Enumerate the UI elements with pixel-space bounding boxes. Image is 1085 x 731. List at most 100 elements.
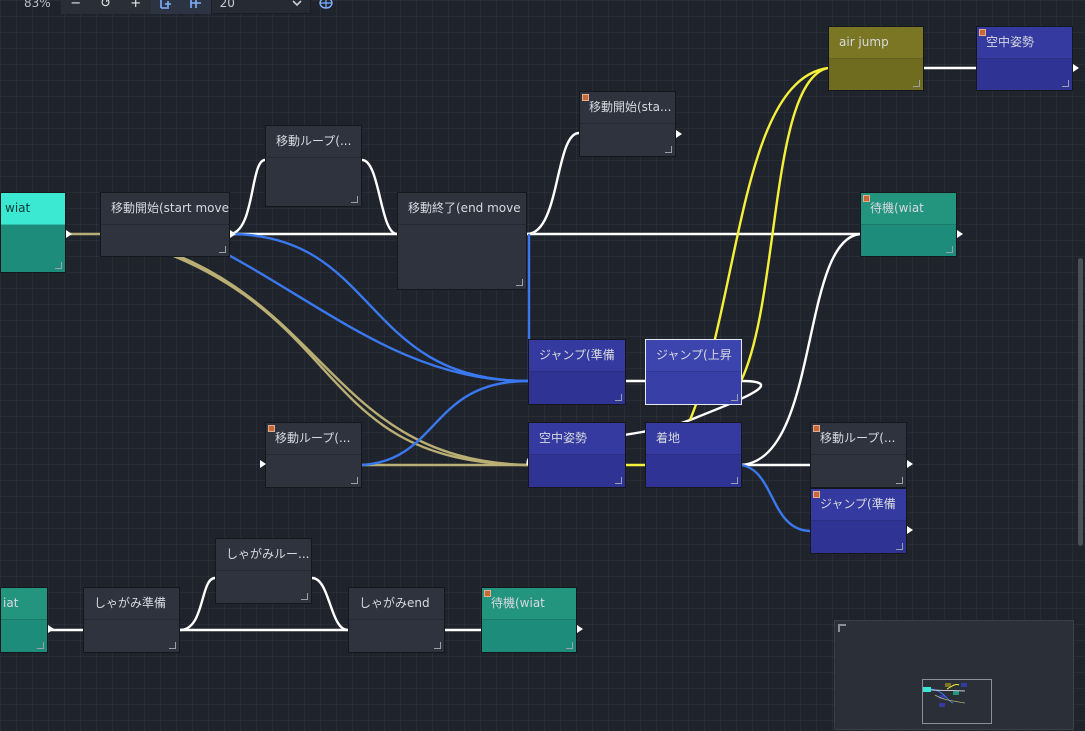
wire-blue-3 [361,379,529,467]
zoom-level[interactable]: 83% [24,0,51,10]
minimap-toggle-button[interactable] [311,0,341,14]
node-jump-prep-2[interactable]: ジャンプ(準備 [810,488,913,554]
node-title: 待機(wiat [482,588,576,620]
resize-handle[interactable] [219,246,226,253]
node-wait-left[interactable]: wiat [0,192,72,273]
graph-minimap[interactable] [834,620,1074,730]
output-pin[interactable] [676,130,682,138]
wire-yellow-2 [739,66,829,382]
resize-handle[interactable] [566,642,573,649]
output-pin[interactable] [48,625,54,633]
resize-handle[interactable] [896,543,903,550]
output-pin[interactable] [907,526,913,534]
node-air-pose-1[interactable]: 空中姿勢 [976,26,1079,91]
node-title: ジャンプ(準備 [811,489,906,521]
graph-toolbar: 83% − ↺ + 20 [0,0,341,14]
output-pin[interactable] [577,625,583,633]
node-move-loop-3[interactable]: 移動ループ(... [810,422,913,488]
node-title: しゃがみルー... [216,539,311,571]
node-title: 移動ループ(... [811,423,906,455]
wire-white-4 [526,131,580,236]
node-crouch-loop[interactable]: しゃがみルー... [215,538,312,604]
node-title: 着地 [646,423,741,455]
zoom-in-button[interactable]: + [120,0,151,14]
resize-handle[interactable] [37,642,44,649]
node-move-loop-1[interactable]: 移動ループ(... [265,125,362,207]
grid-toggle-button[interactable] [180,0,211,14]
node-jump-prep-1[interactable]: ジャンプ(準備 [528,339,626,405]
node-wait-right[interactable]: 待機(wiat [860,192,963,257]
node-move-end[interactable]: 移動終了(end move [397,192,527,290]
snap-toggle-icon [159,0,171,9]
node-wait-bottom[interactable]: 待機(wiat [481,587,583,653]
wire-blue-1 [228,232,529,383]
wire-white-13 [311,576,349,632]
resize-handle[interactable] [731,477,738,484]
vertical-scrollbar[interactable] [1078,258,1083,546]
wire-white-9 [740,232,861,467]
resize-handle[interactable] [351,196,358,203]
minimap-preview [923,683,967,707]
node-move-start-1[interactable]: 移動開始(start move [100,192,236,257]
resize-handle[interactable] [55,262,62,269]
node-title: しゃがみend [349,588,444,620]
node-title: air jump [829,27,923,59]
grid-pattern-icon [189,0,201,8]
node-title: ジャンプ(上昇 [646,340,741,372]
chevron-down-icon [292,0,302,7]
node-title: ジャンプ(準備 [529,340,625,372]
output-pin[interactable] [66,230,72,238]
zoom-reset-icon: ↺ [100,0,112,11]
node-title: 移動開始(sta... [580,92,675,124]
resize-handle[interactable] [169,642,176,649]
minimap-resize-handle[interactable] [838,624,846,632]
snap-toggle-button[interactable] [150,0,181,14]
node-landing[interactable]: 着地 [645,422,742,488]
wire-white-1 [228,158,266,236]
wire-tan-2 [107,232,529,467]
zoom-reset-button[interactable]: ↺ [90,0,121,14]
subgraph-icon [813,491,820,498]
resize-handle[interactable] [1062,80,1069,87]
resize-handle[interactable] [946,246,953,253]
resize-handle[interactable] [615,477,622,484]
node-title: 移動開始(start move [101,193,229,225]
resize-handle[interactable] [301,593,308,600]
wire-blue-5 [740,463,811,533]
subgraph-icon [813,425,820,432]
output-pin[interactable] [230,230,236,238]
minimap-viewport[interactable] [922,679,992,724]
zoom-out-icon: − [70,0,82,11]
node-air-pose-2[interactable]: 空中姿勢 [528,422,626,488]
subgraph-icon [979,29,986,36]
node-title: 空中姿勢 [529,423,625,455]
input-pin[interactable] [260,460,266,468]
wire-white-2 [361,158,398,236]
output-pin[interactable] [907,460,913,468]
resize-handle[interactable] [896,477,903,484]
resize-handle[interactable] [913,80,920,87]
node-move-loop-2[interactable]: 移動ループ(... [260,422,362,488]
node-wait-left-2[interactable]: iat [0,587,54,653]
node-crouch-end[interactable]: しゃがみend [348,587,445,653]
resize-handle[interactable] [615,394,622,401]
output-pin[interactable] [1073,64,1079,72]
node-move-start-2[interactable]: 移動開始(sta... [579,91,682,157]
output-pin[interactable] [957,230,963,238]
resize-handle[interactable] [731,394,738,401]
node-crouch-prep[interactable]: しゃがみ準備 [83,587,180,653]
minimap-toggle-icon [318,0,333,9]
node-title: iat [1,588,47,620]
resize-handle[interactable] [516,279,523,286]
zoom-in-icon: + [130,0,142,11]
resize-handle[interactable] [665,146,672,153]
resize-handle[interactable] [434,642,441,649]
resize-handle[interactable] [351,477,358,484]
node-air-jump[interactable]: air jump [828,26,924,91]
node-title: 移動ループ(... [266,423,361,455]
snap-distance-field[interactable]: 20 [210,0,311,14]
subgraph-icon [582,94,589,101]
node-jump-rise[interactable]: ジャンプ(上昇 [645,339,742,405]
zoom-out-button[interactable]: − [60,0,91,14]
